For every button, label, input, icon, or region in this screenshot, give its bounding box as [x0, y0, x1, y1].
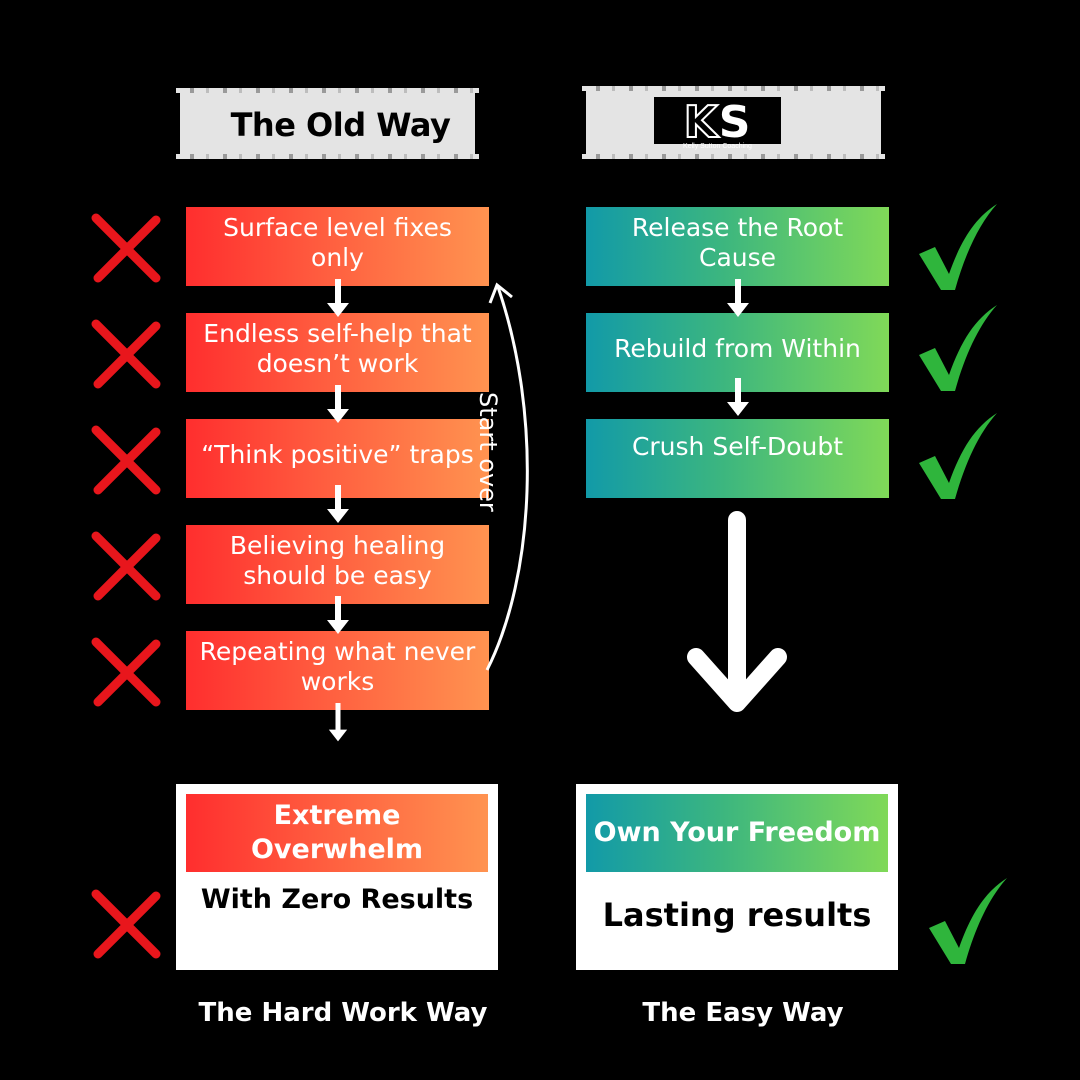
- logo-subtitle: Kelly Sutton Coaching: [683, 143, 752, 150]
- check-mark-icon: [919, 305, 997, 391]
- arrow-down-icon: [727, 378, 749, 416]
- arrow-down-icon: [327, 279, 349, 317]
- x-mark-icon: [91, 213, 161, 283]
- x-mark-icon: [91, 319, 161, 389]
- arrow-down-icon: [328, 703, 348, 742]
- old-step-4: Believing healing should be easy: [186, 525, 489, 604]
- logo-initials: KS: [683, 97, 752, 148]
- old-way-header: The Old Way: [176, 88, 479, 159]
- logo-header: KS Kelly Sutton Coaching: [582, 86, 885, 159]
- old-way-title: The Old Way: [230, 106, 451, 144]
- new-way-footer: The Easy Way: [642, 998, 844, 1028]
- old-step-2: Endless self-help that doesn’t work: [186, 313, 489, 392]
- old-step-1: Surface level fixes only: [186, 207, 489, 286]
- start-over-label: Start over: [474, 392, 502, 512]
- check-mark-icon: [919, 204, 997, 290]
- old-result-subtext: With Zero Results: [200, 884, 474, 915]
- arrow-down-icon: [327, 596, 349, 634]
- ks-logo: KS Kelly Sutton Coaching: [654, 97, 781, 150]
- check-mark-icon: [919, 413, 997, 499]
- arrow-down-icon: [727, 279, 749, 317]
- new-step-1: Release the Root Cause: [586, 207, 889, 286]
- arrow-down-icon: [327, 485, 349, 523]
- new-result-subtext: Lasting results: [602, 896, 872, 934]
- new-result-card: Own Your Freedom Lasting results: [576, 784, 898, 970]
- x-mark-icon: [91, 531, 161, 601]
- old-result-card: Extreme Overwhelm With Zero Results: [176, 784, 498, 970]
- old-step-5: Repeating what never works: [186, 631, 489, 710]
- check-mark-icon: [929, 878, 1007, 964]
- loop-back-arrow-icon: [485, 282, 529, 671]
- new-step-3: Crush Self-Doubt: [586, 419, 889, 498]
- x-mark-icon: [91, 637, 161, 707]
- big-arrow-down-icon: [687, 511, 787, 712]
- x-mark-icon: [91, 425, 161, 495]
- new-result-headline: Own Your Freedom: [586, 794, 888, 872]
- arrow-down-icon: [327, 385, 349, 423]
- old-result-headline: Extreme Overwhelm: [186, 794, 488, 872]
- old-way-footer: The Hard Work Way: [198, 998, 488, 1028]
- x-mark-icon: [91, 889, 161, 959]
- old-step-3: “Think positive” traps: [186, 419, 489, 498]
